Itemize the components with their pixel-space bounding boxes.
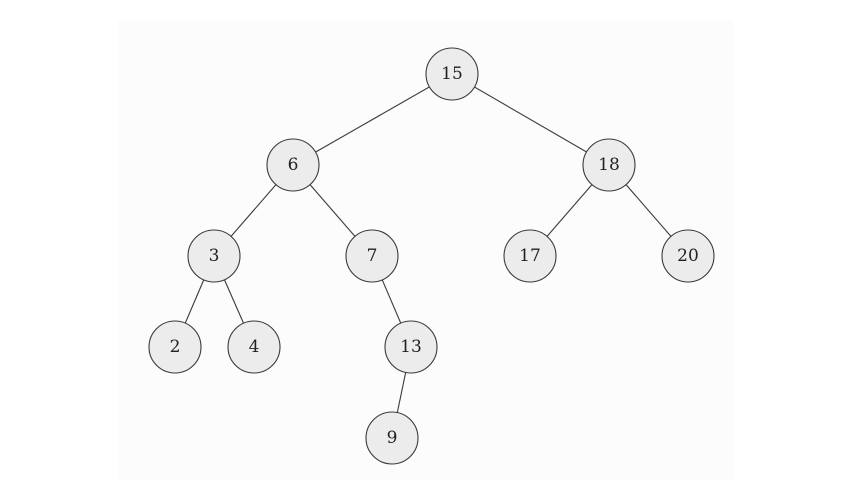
node-circle (345, 229, 399, 283)
tree-node-n7: 7 (345, 229, 399, 283)
node-label: 13 (400, 337, 422, 357)
tree-node-n20: 20 (661, 229, 715, 283)
node-label: 6 (288, 155, 299, 175)
node-circle (384, 320, 438, 374)
node-circle (661, 229, 715, 283)
node-circle (187, 229, 241, 283)
tree-node-n17: 17 (503, 229, 557, 283)
node-label: 7 (367, 246, 378, 266)
edge-n15-n6 (292, 73, 453, 166)
tree-node-n13: 13 (384, 320, 438, 374)
node-circle (227, 320, 281, 374)
node-label: 18 (598, 155, 620, 175)
edges-layer (174, 73, 689, 439)
node-circle (148, 320, 202, 374)
tree-node-n2: 2 (148, 320, 202, 374)
node-label: 9 (387, 428, 398, 448)
node-circle (365, 411, 419, 465)
tree-node-n3: 3 (187, 229, 241, 283)
tree-node-n18: 18 (582, 138, 636, 192)
node-label: 17 (519, 246, 541, 266)
node-label: 4 (249, 337, 260, 357)
tree-node-n4: 4 (227, 320, 281, 374)
node-label: 15 (441, 64, 463, 84)
node-circle (266, 138, 320, 192)
tree-node-n6: 6 (266, 138, 320, 192)
node-label: 20 (677, 246, 699, 266)
node-circle (425, 47, 479, 101)
node-label: 3 (209, 246, 220, 266)
edge-n15-n18 (451, 73, 610, 166)
node-circle (503, 229, 557, 283)
node-label: 2 (170, 337, 181, 357)
tree-node-n15: 15 (425, 47, 479, 101)
nodes-layer: 15 6 18 3 7 17 20 2 4 13 9 (148, 47, 715, 465)
node-circle (582, 138, 636, 192)
tree-node-n9: 9 (365, 411, 419, 465)
